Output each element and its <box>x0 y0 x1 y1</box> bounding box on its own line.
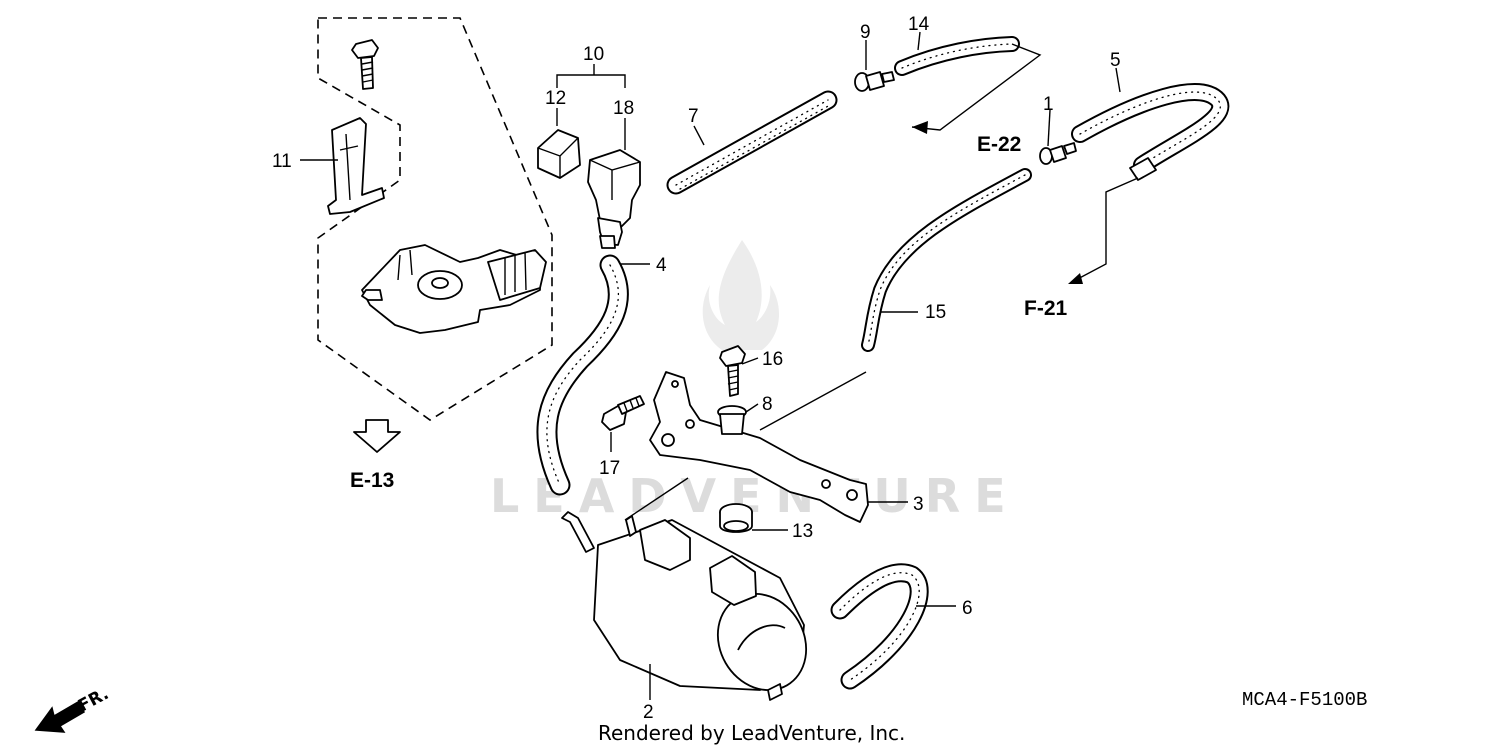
grommet-part-13 <box>719 503 753 533</box>
render-credit: Rendered by LeadVenture, Inc. <box>598 721 905 745</box>
hose-part-5 <box>1071 83 1230 181</box>
fitting-part-9 <box>854 71 895 92</box>
stay-bracket-part-3 <box>649 371 869 523</box>
callout-12: 12 <box>545 88 566 109</box>
callout-14: 14 <box>908 14 930 35</box>
hose-part-6 <box>830 563 929 690</box>
callout-10: 10 <box>583 44 604 65</box>
hose-part-4 <box>536 254 629 496</box>
callout-15: 15 <box>925 302 946 323</box>
hose-part-14 <box>894 36 1020 76</box>
diagram-code: MCA4-F5100B <box>1242 689 1367 711</box>
actuator-motor <box>361 244 547 334</box>
callout-13: 13 <box>792 521 813 542</box>
fitting-part-1 <box>1039 142 1077 165</box>
assembly-group-outline <box>317 17 553 421</box>
collar-part-8 <box>717 405 747 435</box>
f21-pointer-line <box>1071 177 1139 283</box>
callout-3: 3 <box>913 494 924 515</box>
reference-e22: E-22 <box>977 133 1021 156</box>
callout-18: 18 <box>613 98 634 119</box>
front-direction-arrow: FR. <box>34 684 112 733</box>
reference-f21: F-21 <box>1024 297 1068 320</box>
rubber-mount-part-12 <box>537 129 581 179</box>
callout-8: 8 <box>762 394 773 415</box>
callout-4: 4 <box>656 255 667 276</box>
reference-e13: E-13 <box>350 469 394 492</box>
callout-9: 9 <box>860 22 871 43</box>
callout-5: 5 <box>1110 50 1121 71</box>
hose-part-15 <box>861 168 1032 352</box>
bolt-part-11-top <box>351 39 379 90</box>
callout-17: 17 <box>599 458 620 479</box>
bracket-part-11 <box>327 117 385 215</box>
leader-lines <box>300 31 1121 700</box>
solenoid-valve-part-18 <box>587 149 641 249</box>
callout-bracket-10 <box>556 64 626 88</box>
callout-2: 2 <box>643 702 654 723</box>
canister-part-2 <box>561 511 808 701</box>
arrow-to-e13 <box>353 419 401 453</box>
callout-11: 11 <box>272 151 292 172</box>
callout-7: 7 <box>688 106 699 127</box>
callout-6: 6 <box>962 598 973 619</box>
bolt-part-17 <box>601 395 645 431</box>
callout-16: 16 <box>762 349 783 370</box>
hose-part-7 <box>666 90 838 195</box>
callout-1: 1 <box>1043 94 1054 115</box>
bolt-part-16 <box>719 345 746 397</box>
